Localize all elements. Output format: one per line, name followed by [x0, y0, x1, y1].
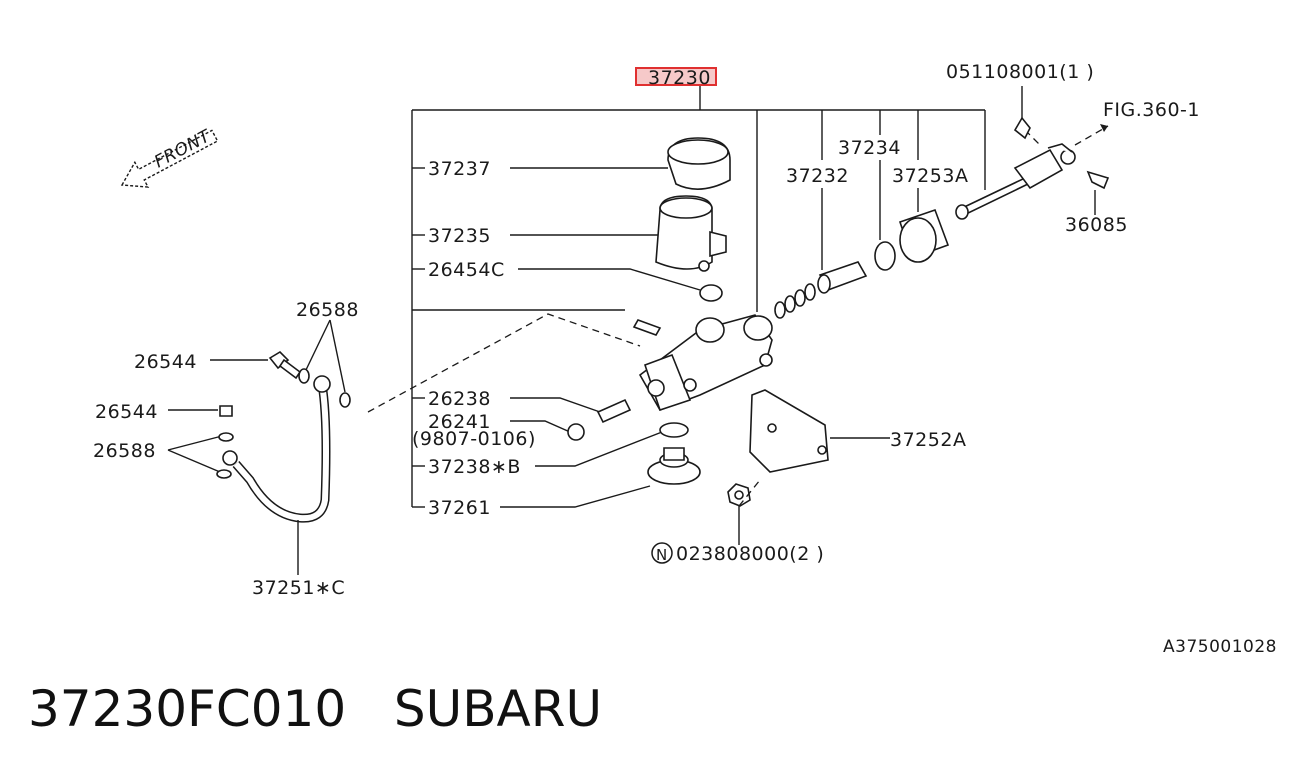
label-37252A: 37252A [890, 429, 966, 451]
washer-26588-b [339, 392, 351, 408]
highlight-box [635, 67, 717, 86]
label-36085: 36085 [1065, 214, 1128, 236]
diagram-code: A375001028 [1163, 637, 1277, 657]
cap-37261 [647, 447, 701, 485]
bracket-37252A [749, 389, 829, 473]
label-37235: 37235 [428, 225, 491, 247]
seal-37253A [898, 208, 950, 263]
label-26454C: 26454C [428, 259, 505, 281]
washer-26588-c [218, 432, 234, 442]
label-051108001: 051108001(1 ) [946, 61, 1094, 83]
label-26544-top: 26544 [134, 351, 197, 373]
label-37237: 37237 [428, 158, 491, 180]
grommet-26454C [699, 284, 723, 302]
label-26238: 26238 [428, 388, 491, 410]
footer-title: 37230FC010 SUBARU [28, 680, 602, 738]
n-marker-circle [651, 542, 673, 564]
washer-26588-a [298, 368, 310, 384]
label-37232: 37232 [786, 165, 849, 187]
label-37251C: 37251∗C [252, 577, 345, 599]
push-rod-assembly [955, 116, 1110, 220]
washer-26588-d [216, 469, 232, 479]
label-fig-360-1: FIG.360-1 [1103, 99, 1200, 121]
label-37253A: 37253A [892, 165, 968, 187]
n-marker: N [656, 546, 668, 564]
footer-part-number: 37230FC010 [28, 680, 347, 738]
oring-37238B [659, 422, 689, 438]
label-26241-date: (9807-0106) [412, 428, 536, 450]
bolt-26544-mid [219, 405, 233, 417]
footer-brand: SUBARU [393, 680, 603, 738]
label-26241: 26241 [428, 411, 491, 433]
label-37234: 37234 [838, 137, 901, 159]
ring-37234 [874, 241, 896, 271]
reservoir-37235 [655, 195, 727, 272]
label-37238B: 37238∗B [428, 456, 521, 478]
label-023808000: 023808000(2 ) [676, 543, 824, 565]
label-37261: 37261 [428, 497, 491, 519]
nut-26241 [567, 423, 585, 441]
reservoir-cap-37237 [667, 137, 731, 190]
label-37230: 37230 [648, 67, 711, 89]
label-26588-top: 26588 [296, 299, 359, 321]
fitting-26238 [596, 398, 632, 424]
piston-37232 [774, 261, 868, 319]
front-direction-arrow: FRONT [120, 126, 219, 188]
master-cylinder-body [632, 314, 773, 412]
bolt-26544-top [268, 350, 302, 380]
label-26588-mid: 26588 [93, 440, 156, 462]
nut-023808000 [727, 483, 751, 507]
front-label: FRONT [151, 126, 215, 173]
label-26544-mid: 26544 [95, 401, 158, 423]
hose-37251C [222, 375, 331, 523]
